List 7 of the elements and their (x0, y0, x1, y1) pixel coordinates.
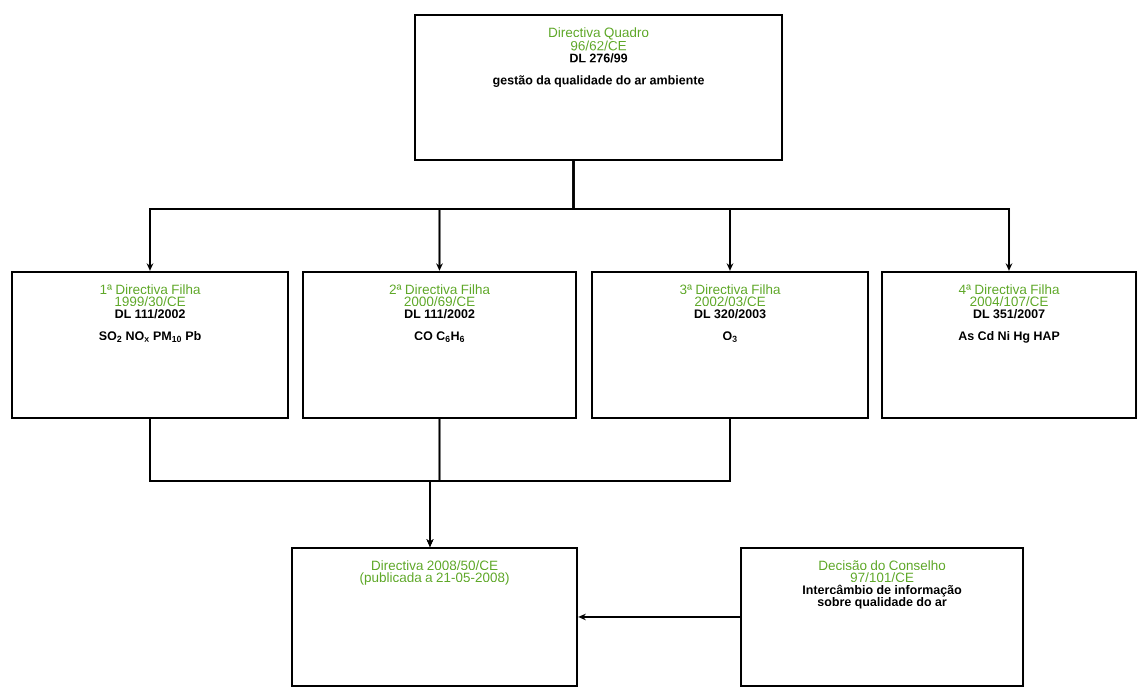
directive-box: 1ª Directiva Filha 1999/30/CE DL 111/2002 SO$_{2}$ NO$_{x}$ PM$_{10}$ Pb (11, 271, 289, 419)
directive-box: Directiva Quadro 96/62/CE DL 276/99 gestão da qualidade do ar ambiente (414, 14, 783, 161)
directive-box: 4ª Directiva Filha 2004/107/CE DL 351/2007 As Cd Ni Hg HAP (881, 271, 1137, 419)
directive-box: 2ª Directiva Filha 2000/69/CE DL 111/2002 CO C$_{6}$H$_{6}$ (302, 271, 577, 419)
directive-box: Directiva 2008/50/CE (publicada a 21-05-2008) (291, 547, 578, 687)
directive-box: Decisão do Conselho 97/101/CE Intercâmbio de informação sobre qualidade do ar (740, 547, 1024, 687)
directive-box: 3ª Directiva Filha 2002/03/CE DL 320/2003 O$_{3}$ (591, 271, 869, 419)
